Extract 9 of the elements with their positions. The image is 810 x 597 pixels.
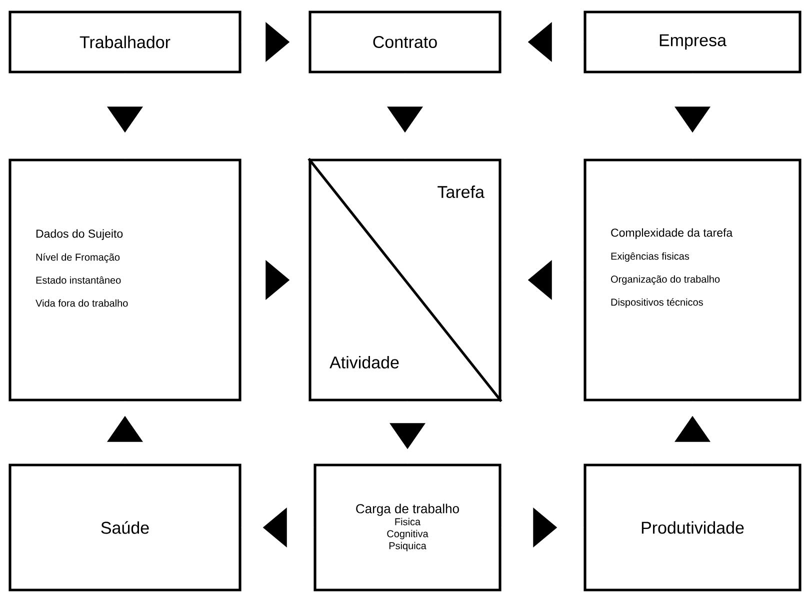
label-box: Produtividade — [584, 464, 802, 592]
list-box: Dados do Sujeito Nível de Fromação Estado instantâneo Vida fora do trabalho — [8, 158, 242, 402]
label-box: Empresa — [584, 10, 802, 74]
label-box: Saúde — [8, 464, 242, 592]
list-box: Carga de trabalho Fisica Cognitiva Psiquica — [314, 464, 502, 592]
label-box: Contrato — [308, 10, 502, 74]
list-box: Complexidade da tarefa Exigências fisicas Organização do trabalho Dispositivos técnicos — [584, 158, 802, 402]
label-box: Trabalhador — [8, 10, 242, 74]
split-box: Tarefa Atividade — [308, 158, 502, 402]
